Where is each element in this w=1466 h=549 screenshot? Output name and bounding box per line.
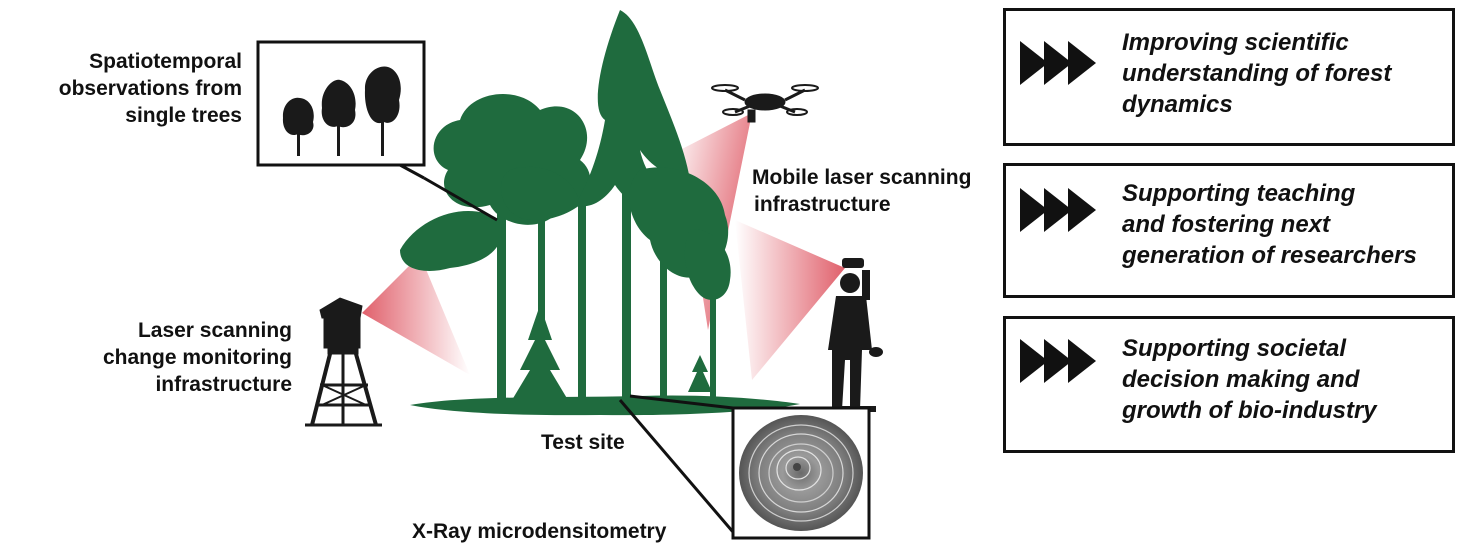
outcome-text-3: Supporting societal decision making and …: [1122, 335, 1377, 424]
tower-icon: [305, 297, 382, 427]
forest-trees: [400, 10, 731, 410]
single-trees-inset: [256, 40, 498, 222]
single-tree-silhouettes: [282, 66, 401, 156]
outcome-text-2: Supporting teaching and fostering next g…: [1122, 180, 1417, 269]
outcome-text-1: Improving scientific understanding of fo…: [1122, 29, 1392, 118]
outcome-box-2: Supporting teaching and fostering next g…: [1003, 163, 1455, 298]
forest-scene: [256, 10, 883, 540]
person-scanner-icon: [828, 258, 883, 412]
mobile-laser-label: Mobile laser scanning infrastructure: [752, 166, 972, 216]
ground-patch: [410, 395, 800, 416]
laser-beam-person: [735, 220, 845, 380]
triple-arrow-icon: [1020, 41, 1096, 85]
inset-connector-line: [423, 176, 498, 222]
laser-beam-tower: [362, 255, 470, 375]
observations-label: Spatiotemporal observations from single …: [58, 50, 242, 127]
drone-icon: [711, 84, 819, 123]
test-site-label: Test site: [541, 431, 625, 454]
laser-tower-label: Laser scanning change monitoring infrast…: [103, 319, 292, 396]
tree-disc-inset: [618, 394, 871, 540]
xray-label: X-Ray microdensitometry: [412, 520, 667, 543]
triple-arrow-icon: [1020, 188, 1096, 232]
outcome-box-1: Improving scientific understanding of fo…: [1003, 8, 1455, 146]
triple-arrow-icon: [1020, 339, 1096, 383]
outcome-box-3: Supporting societal decision making and …: [1003, 316, 1455, 453]
tree-disc-icon: [739, 415, 863, 531]
